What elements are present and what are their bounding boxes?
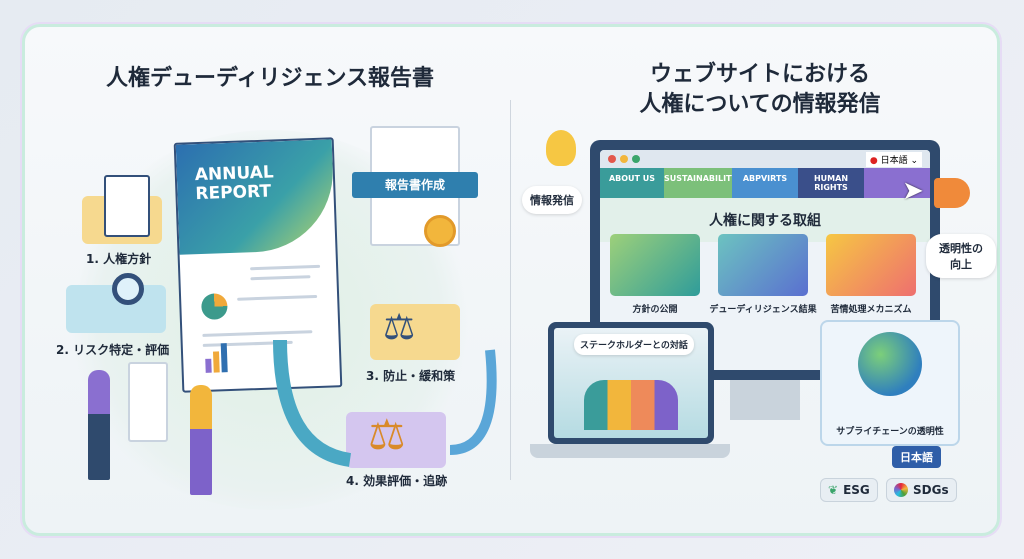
presenter-man bbox=[88, 370, 110, 480]
right-title-line2: 人権についての情報発信 bbox=[639, 92, 881, 117]
step-1-label: 1. 人権方針 bbox=[86, 252, 152, 266]
step-3-label: 3. 防止・緩和策 bbox=[366, 369, 456, 383]
mitigation-panel bbox=[370, 304, 460, 360]
laptop-base bbox=[530, 444, 730, 458]
globe-card: サプライチェーンの透明性 bbox=[820, 320, 960, 446]
esg-badge: ❦ ESG bbox=[820, 478, 878, 502]
tile-dd-results[interactable] bbox=[718, 234, 808, 296]
report-creation-ribbon: 報告書作成 bbox=[352, 172, 478, 198]
seal-icon bbox=[424, 215, 456, 247]
sdgs-wheel-icon bbox=[894, 483, 908, 497]
transparency-bubble: 透明性の向上 bbox=[926, 234, 996, 278]
japanese-language-badge[interactable]: 日本語 bbox=[892, 446, 941, 468]
magnifier-icon bbox=[112, 273, 144, 305]
tile-policy[interactable] bbox=[610, 234, 700, 296]
flow-arrow bbox=[273, 339, 497, 467]
laptop: ステークホルダーとの対話 bbox=[548, 322, 714, 444]
nav-abpvirts[interactable]: ABPVIRTS bbox=[732, 168, 798, 198]
pie-chart-icon bbox=[200, 293, 228, 320]
stakeholders-group bbox=[584, 380, 678, 430]
presenter-woman bbox=[190, 385, 212, 495]
step-4-label: 4. 効果評価・追跡 bbox=[346, 474, 448, 488]
flipchart bbox=[128, 362, 168, 442]
scales-icon: ⚖ bbox=[383, 307, 416, 348]
globe-icon bbox=[858, 332, 922, 396]
globe-caption: サプライチェーンの透明性 bbox=[836, 427, 944, 437]
divider bbox=[510, 100, 511, 480]
tile-grievance-label[interactable]: 苦情処理メカニズム bbox=[830, 305, 912, 315]
lightbulb-icon bbox=[546, 130, 576, 166]
language-selector[interactable]: ● 日本語 ⌄ bbox=[865, 152, 922, 167]
language-label: 日本語 bbox=[880, 156, 908, 166]
nav-about-us[interactable]: ABOUT US bbox=[600, 168, 664, 198]
nav-human-rights[interactable]: HUMAN RIGHTS bbox=[798, 168, 864, 198]
dialogue-bubble: ステークホルダーとの対話 bbox=[574, 334, 694, 355]
cursor-icon: ➤ bbox=[902, 176, 924, 206]
clipboard-icon bbox=[104, 175, 150, 237]
sdgs-badge: SDGs bbox=[886, 478, 957, 502]
right-title-line1: ウェブサイトにおける bbox=[649, 62, 870, 87]
esg-label: ESG bbox=[843, 483, 870, 497]
tile-dd-results-label[interactable]: デューディリジェンス結果 bbox=[709, 305, 817, 315]
tile-policy-label[interactable]: 方針の公開 bbox=[632, 305, 678, 315]
megaphone-icon bbox=[934, 178, 970, 208]
report-cover-title: ANNUAL REPORT bbox=[194, 162, 275, 204]
website-nav: ABOUT US SUSTAINABILITY ABPVIRTS HUMAN R… bbox=[600, 168, 930, 198]
scales-icon: ⚖ bbox=[368, 410, 406, 459]
step-2-label: 2. リスク特定・評価 bbox=[56, 343, 170, 357]
info-bubble: 情報発信 bbox=[522, 186, 582, 214]
left-title: 人権デューディリジェンス報告書 bbox=[105, 66, 435, 91]
sdgs-label: SDGs bbox=[913, 483, 949, 497]
tile-grievance[interactable] bbox=[826, 234, 916, 296]
monitor-stand bbox=[730, 380, 800, 420]
nav-sustainability[interactable]: SUSTAINABILITY bbox=[664, 168, 737, 198]
evaluation-panel bbox=[346, 412, 446, 468]
leaf-icon: ❦ bbox=[828, 483, 839, 497]
